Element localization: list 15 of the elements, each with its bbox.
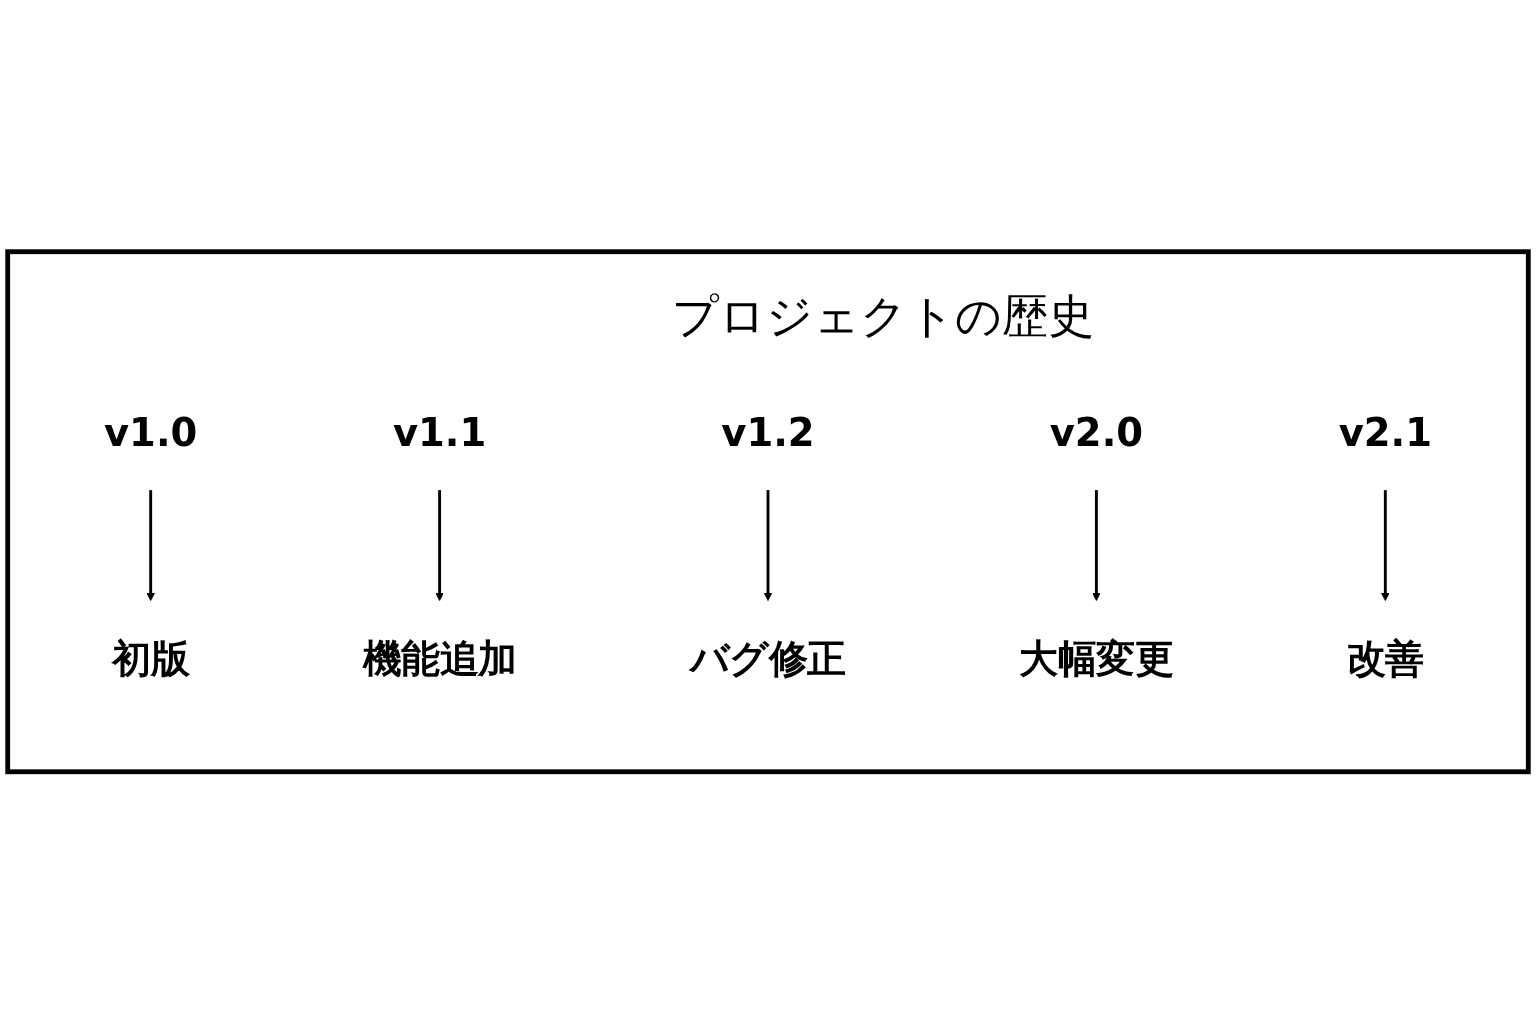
node-text: v1.0	[104, 410, 198, 455]
node-text: 改善	[1346, 636, 1424, 682]
node-text: バグ修正	[689, 636, 847, 682]
node-text: v1.2	[721, 410, 815, 455]
arrow	[435, 490, 444, 602]
node-text: v2.0	[1049, 410, 1144, 455]
node-text: v2.1	[1338, 410, 1432, 455]
node-text: 大幅変更	[1019, 636, 1174, 682]
node-text: 機能追加	[362, 636, 517, 682]
arrow	[763, 490, 773, 602]
node-text: v1.1	[392, 410, 487, 455]
arrow	[1092, 490, 1101, 602]
arrow	[146, 490, 155, 602]
arrow	[1381, 490, 1390, 602]
node-text: 初版	[112, 636, 190, 682]
